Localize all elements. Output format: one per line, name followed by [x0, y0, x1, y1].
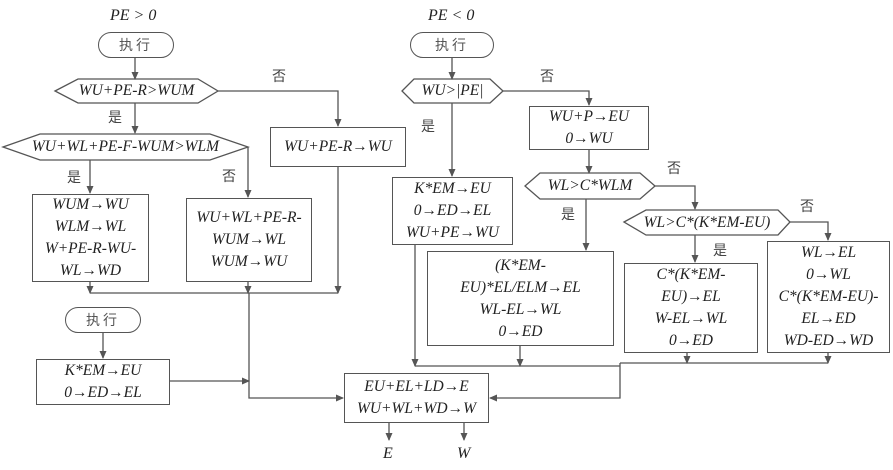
process-left-yes: WUM→WU WLM→WL W+PE-R-WU- WL→WD: [32, 194, 149, 282]
output-e: E: [383, 445, 393, 462]
terminal-execute-left: 执行: [98, 32, 174, 58]
process-line: K*EM→EU: [414, 180, 491, 197]
process-line: 0→ED→EL: [64, 384, 142, 401]
process-line: WL-EL→WL: [479, 300, 562, 318]
process-d3-no: WU+P→EU 0→WU: [529, 106, 649, 150]
process-line: 0→WU: [565, 130, 613, 147]
process-bottom-left: K*EM→EU 0→ED→EL: [36, 359, 170, 405]
label-no-d4: 否: [667, 161, 681, 177]
process-line: (K*EM-: [495, 256, 546, 274]
header-pe-positive: PE > 0: [110, 7, 157, 24]
decision-d1-text: WU+PE-R>WUM: [78, 82, 195, 99]
header-pe-negative: PE < 0: [428, 7, 475, 24]
process-line: K*EM→EU: [64, 362, 142, 379]
process-line: EU+EL+LD→E: [364, 378, 469, 395]
process-d3-yes: K*EM→EU 0→ED→EL WU+PE→WU: [392, 177, 513, 245]
process-line: WL→EL: [800, 244, 857, 261]
label-yes-d2: 是: [67, 170, 81, 186]
label-yes-d4: 是: [561, 207, 575, 223]
terminal-execute-bottom: 执行: [65, 307, 141, 333]
decision-d3-text: WU>|PE|: [421, 82, 484, 99]
process-line: WU+PE→WU: [405, 224, 500, 241]
process-line: 0→WL: [806, 266, 851, 283]
process-d5-yes: C*(K*EM- EU)→EL W-EL→WL 0→ED: [624, 263, 758, 353]
process-line: C*(K*EM-EU)-: [778, 288, 879, 305]
process-line: WUM→WL: [211, 231, 287, 248]
process-line: W-EL→WL: [654, 310, 728, 327]
label-no-d3: 否: [540, 69, 554, 85]
label-yes-d5: 是: [713, 243, 727, 259]
terminal-execute-right: 执行: [410, 32, 494, 58]
process-left-no: WU+WL+PE-R- WUM→WL WUM→WU: [186, 198, 312, 282]
process-line: 0→ED→EL: [413, 202, 492, 219]
process-line: EU)→EL: [661, 288, 721, 305]
process-line: WUM→WU: [210, 253, 288, 270]
label-no-d5: 否: [800, 199, 814, 215]
process-line: EU)*EL/ELM→EL: [460, 278, 581, 296]
label-no-d1: 否: [272, 69, 286, 85]
process-d1-no: WU+PE-R→WU: [270, 127, 406, 167]
process-line: WL→WD: [59, 262, 122, 279]
process-d4-yes: (K*EM- EU)*EL/ELM→EL WL-EL→WL 0→ED: [427, 251, 614, 346]
process-line: C*(K*EM-: [656, 266, 726, 283]
decision-d4-text: WL>C*WLM: [547, 177, 633, 194]
process-line: 0→ED: [498, 322, 543, 340]
label-yes-d1: 是: [108, 110, 122, 126]
process-line: 0→ED: [669, 332, 713, 349]
process-line: WLM→WL: [54, 218, 127, 235]
process-line: WU+PE-R→WU: [284, 138, 392, 155]
process-line: WU+WL+WD→W: [356, 400, 477, 417]
process-line: WU+WL+PE-R-: [196, 209, 302, 226]
process-line: WUM→WU: [52, 196, 129, 213]
process-line: WU+P→EU: [548, 108, 630, 125]
decision-d2-text: WU+WL+PE-F-WUM>WLM: [31, 138, 220, 155]
process-final: EU+EL+LD→E WU+WL+WD→W: [344, 373, 489, 423]
output-w: W: [457, 445, 471, 462]
process-d5-no: WL→EL 0→WL C*(K*EM-EU)- EL→ED WD-ED→WD: [767, 241, 890, 353]
label-yes-d3: 是: [421, 119, 435, 135]
process-line: W+PE-R-WU-: [44, 240, 137, 257]
label-no-d2: 否: [222, 169, 236, 185]
process-line: WD-ED→WD: [783, 332, 874, 349]
decision-d5-text: WL>C*(K*EM-EU): [643, 213, 771, 231]
process-line: EL→ED: [801, 310, 856, 327]
